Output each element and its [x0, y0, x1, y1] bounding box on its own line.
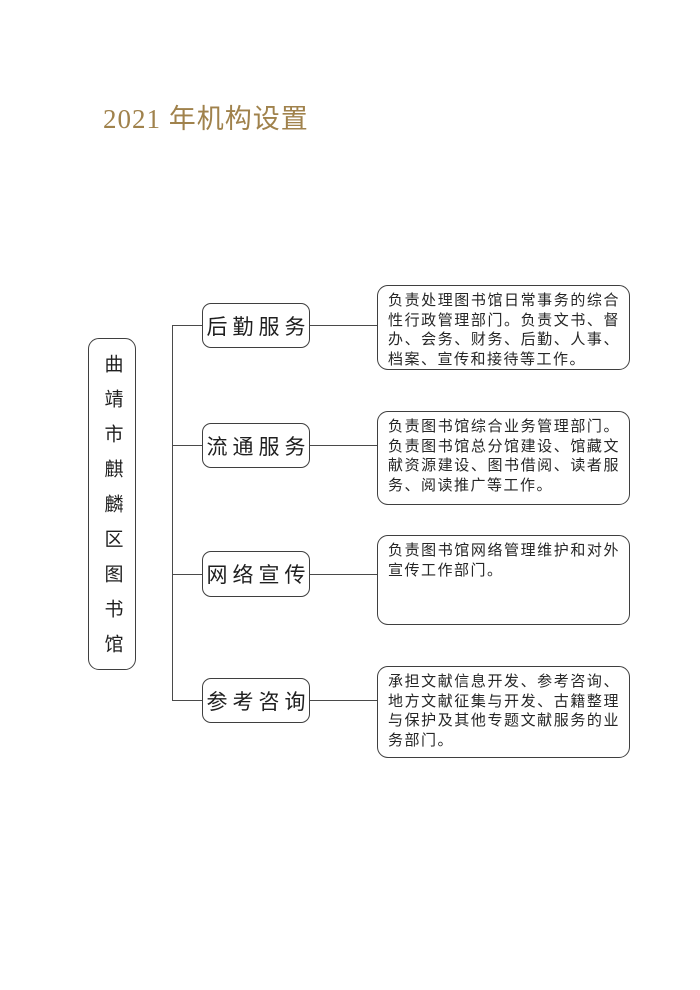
branch-line-left-3 — [172, 574, 202, 575]
dept-node-label: 参考咨询 — [206, 689, 311, 714]
desc-node-text: 承担文献信息开发、参考咨询、地方文献征集与开发、古籍整理与保护及其他专题文献服务… — [388, 674, 620, 749]
desc-node-liutong: 负责图书馆综合业务管理部门。负责图书馆总分馆建设、馆藏文献资源建设、图书借阅、读… — [377, 411, 630, 505]
branch-line-right-2 — [310, 445, 377, 446]
dept-node-label: 流通服务 — [206, 434, 311, 459]
desc-node-wangluo: 负责图书馆网络管理维护和对外宣传工作部门。 — [377, 535, 630, 625]
desc-node-text: 负责图书馆网络管理维护和对外宣传工作部门。 — [388, 543, 620, 579]
dept-node-houqin: 后勤服务 — [202, 303, 310, 348]
branch-line-left-1 — [172, 325, 202, 326]
page-title: 2021 年机构设置 — [103, 104, 309, 134]
dept-node-cankao: 参考咨询 — [202, 678, 310, 723]
desc-node-text: 负责处理图书馆日常事务的综合性行政管理部门。负责文书、督办、会务、财务、后勤、人… — [388, 293, 620, 368]
dept-node-label: 网络宣传 — [206, 563, 311, 587]
dept-node-label: 后勤服务 — [206, 314, 311, 339]
branch-line-left-2 — [172, 445, 202, 446]
root-node-label: 曲靖市麒麟区图书馆 — [101, 353, 123, 669]
desc-node-text: 负责图书馆综合业务管理部门。负责图书馆总分馆建设、馆藏文献资源建设、图书借阅、读… — [388, 419, 620, 494]
dept-node-liutong: 流通服务 — [202, 423, 310, 468]
root-node-library: 曲靖市麒麟区图书馆 — [88, 338, 136, 670]
desc-node-cankao: 承担文献信息开发、参考咨询、地方文献征集与开发、古籍整理与保护及其他专题文献服务… — [377, 666, 630, 758]
dept-node-wangluo: 网络宣传 — [202, 551, 310, 597]
branch-line-right-3 — [310, 574, 377, 575]
branch-line-right-4 — [310, 700, 377, 701]
desc-node-houqin: 负责处理图书馆日常事务的综合性行政管理部门。负责文书、督办、会务、财务、后勤、人… — [377, 285, 630, 370]
branch-line-left-4 — [172, 700, 202, 701]
trunk-connector-line — [172, 325, 173, 701]
branch-line-right-1 — [310, 325, 377, 326]
